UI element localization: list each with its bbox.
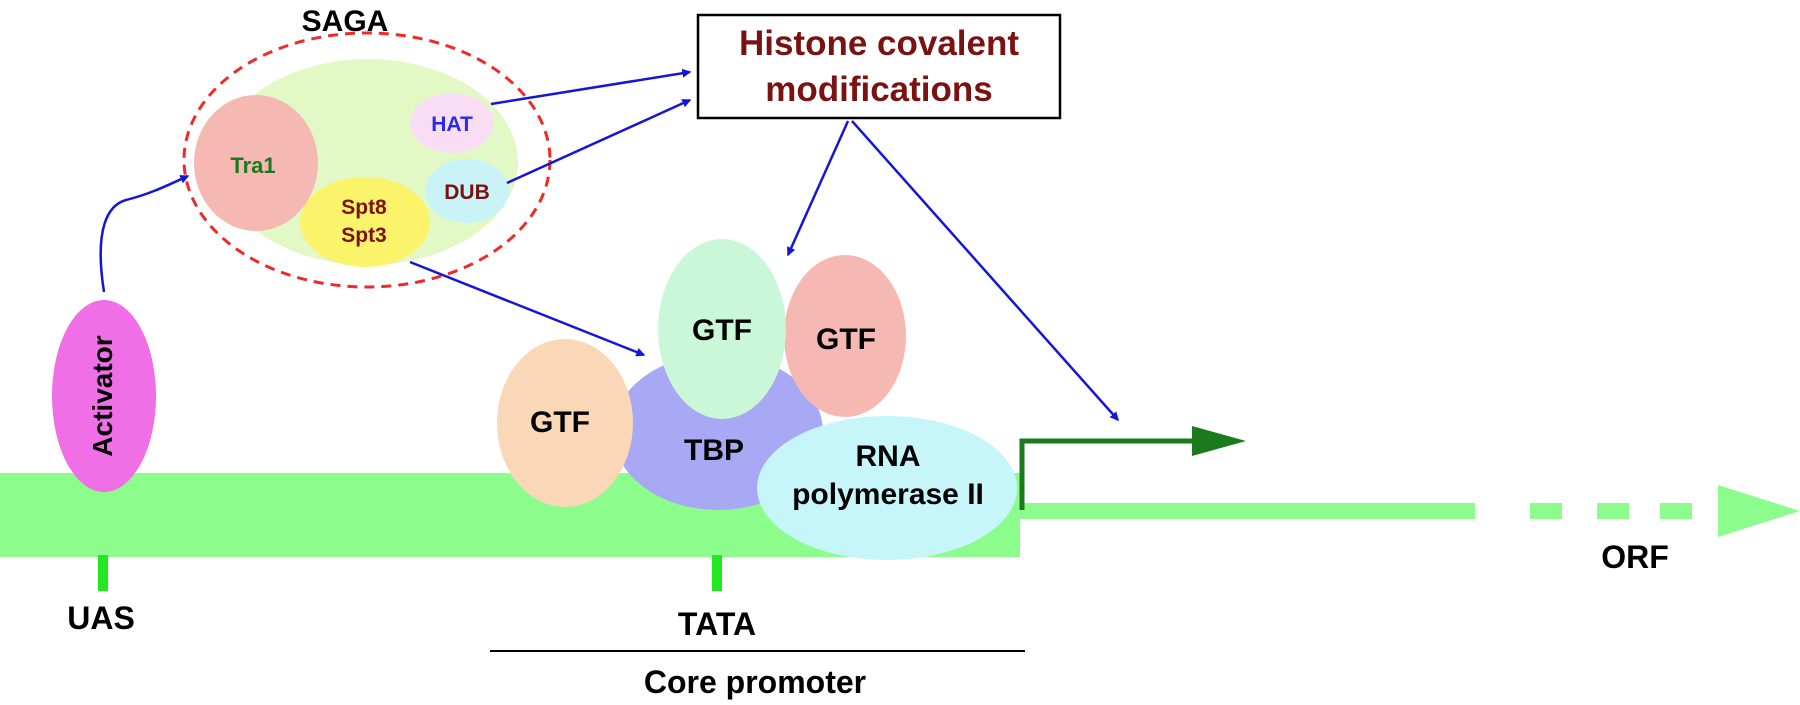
orf-arrowhead bbox=[1718, 485, 1800, 537]
gtf-left bbox=[497, 339, 633, 507]
arrow-histone-to-gtf bbox=[786, 120, 850, 257]
orf-line-dash-1 bbox=[1530, 503, 1562, 519]
activator bbox=[52, 300, 156, 492]
tss-arrowhead bbox=[1192, 426, 1246, 456]
spt3-label: Spt3 bbox=[341, 224, 387, 247]
arrow-histone-to-tss bbox=[851, 120, 1119, 422]
gtf-right-label: GTF bbox=[816, 323, 876, 356]
arrow-hat-to-histone bbox=[490, 68, 692, 106]
arrow-spt-to-tbp bbox=[409, 260, 646, 357]
histone-modifications-box bbox=[696, 13, 1062, 120]
gtf-top-label: GTF bbox=[692, 314, 752, 347]
tra1-subunit bbox=[194, 95, 318, 231]
orf-label: ORF bbox=[1601, 539, 1669, 575]
hat-subunit bbox=[410, 93, 494, 153]
orf-line-dash-3 bbox=[1660, 503, 1692, 519]
gtf-right bbox=[784, 255, 906, 417]
arrow-dub-to-histone bbox=[506, 98, 692, 185]
tata-tick bbox=[712, 555, 722, 591]
rna-label-line1: RNA bbox=[856, 440, 921, 473]
orf-line-solid bbox=[1020, 503, 1475, 519]
activator-label: Activator bbox=[87, 335, 118, 456]
uas-label: UAS bbox=[67, 600, 135, 636]
saga-dashed-border bbox=[182, 31, 552, 289]
histone-label-line2: modifications bbox=[765, 70, 993, 109]
orf-line-dash-2 bbox=[1597, 503, 1629, 519]
tbp-label: TBP bbox=[684, 434, 744, 467]
gtf-left-label: GTF bbox=[530, 406, 590, 439]
spt8-spt3-subunit bbox=[300, 177, 430, 267]
rna-label-line2: polymerase II bbox=[792, 478, 984, 511]
dub-subunit bbox=[425, 159, 509, 223]
gtf-top bbox=[658, 239, 786, 419]
rna-polymerase-ii bbox=[757, 416, 1017, 560]
saga-label: SAGA bbox=[302, 5, 389, 38]
arrow-activator-to-saga bbox=[99, 174, 190, 293]
dub-label: DUB bbox=[444, 181, 490, 204]
core-promoter-label: Core promoter bbox=[644, 664, 866, 700]
spt8-label: Spt8 bbox=[341, 196, 387, 219]
tss-arrow-line bbox=[1019, 438, 1195, 510]
tra1-label: Tra1 bbox=[230, 153, 275, 178]
hat-label: HAT bbox=[431, 113, 473, 136]
histone-label-line1: Histone covalent bbox=[739, 24, 1019, 63]
tata-label: TATA bbox=[678, 606, 756, 642]
uas-tick bbox=[98, 555, 108, 591]
